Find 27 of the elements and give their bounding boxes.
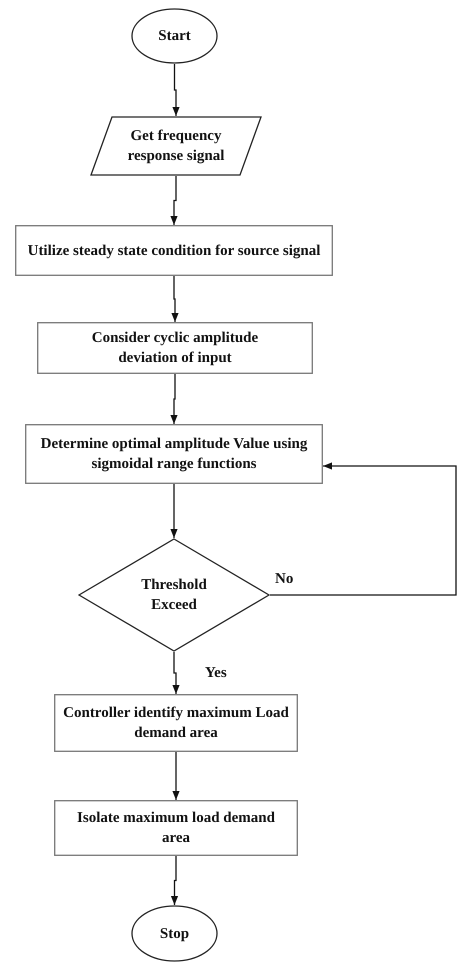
process-box: [54, 800, 298, 856]
arrow: [170, 484, 178, 538]
arrow: [170, 176, 178, 225]
node-label: Controller identify maximum Load demand area: [62, 704, 290, 743]
node-label: Threshold Exceed: [140, 576, 208, 615]
input-parallelogram: [90, 116, 262, 176]
arrow: [172, 652, 180, 694]
decision-diamond: [78, 538, 270, 652]
arrow: [170, 374, 178, 424]
node-label: Utilize steady state condition for source signal: [28, 242, 320, 260]
process-box: [25, 424, 323, 484]
process-box: [37, 322, 313, 374]
node-label: Stop: [160, 924, 190, 944]
node-label: Isolate maximum load demand area: [76, 809, 276, 848]
arrow: [171, 276, 179, 322]
node-label: Consider cyclic amplitude deviation of input: [90, 329, 260, 368]
arrow: [170, 856, 178, 905]
node-label: Determine optimal amplitude Value using sigmoidal range functions: [40, 435, 308, 474]
arrow: [172, 752, 180, 800]
process-box: [15, 225, 333, 276]
arrow: [172, 64, 180, 116]
terminal-oval: [131, 905, 218, 962]
node-label: Get frequency response signal: [126, 127, 226, 166]
node-label: Start: [158, 27, 191, 46]
terminal-oval: [131, 8, 218, 64]
process-box: [54, 694, 298, 752]
arrow: [270, 462, 457, 596]
